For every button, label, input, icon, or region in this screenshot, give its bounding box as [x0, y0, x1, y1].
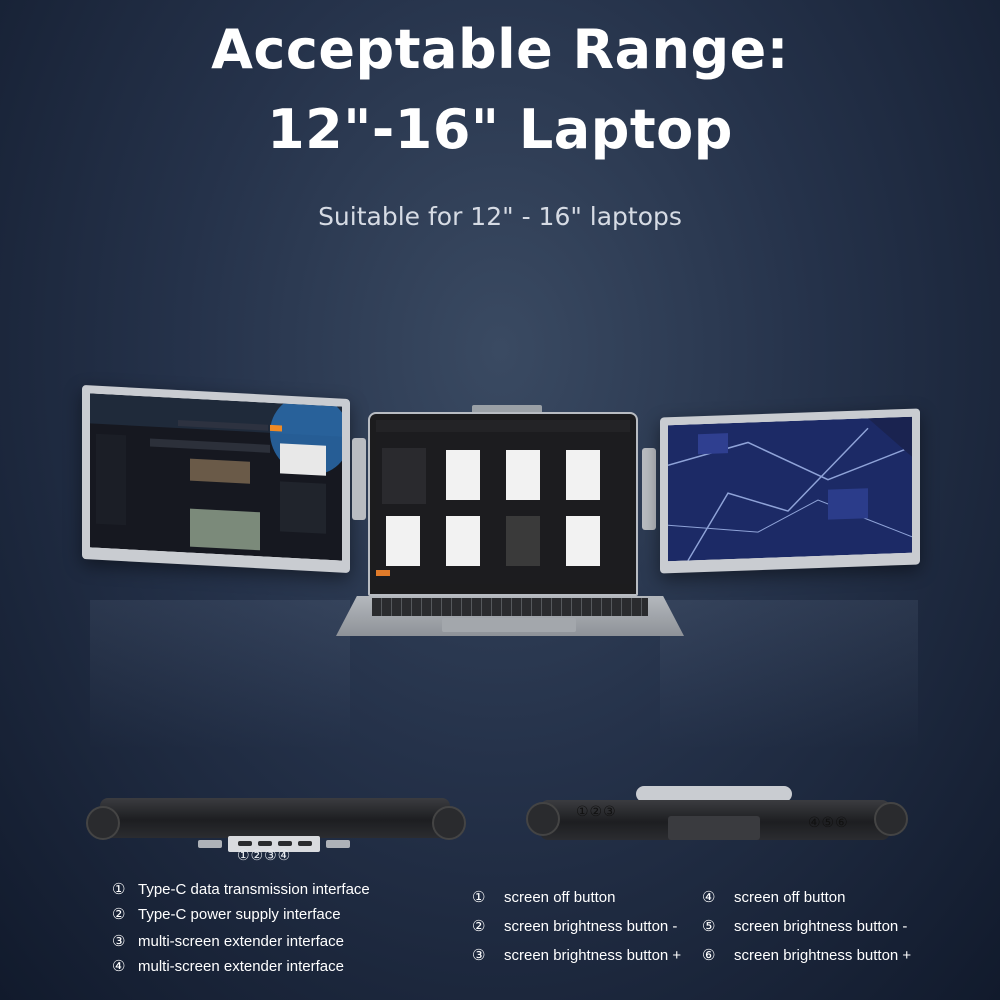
left-screen-content — [90, 393, 342, 561]
mount-clip — [636, 786, 792, 802]
port-1 — [238, 841, 252, 846]
stand-foot-left — [198, 840, 222, 848]
button-number-labels-a: ①②③ — [576, 804, 617, 820]
center-mount — [472, 405, 542, 414]
right-monitor — [660, 408, 920, 574]
port-3 — [278, 841, 292, 846]
page-title-line1: Acceptable Range: — [211, 18, 789, 81]
reflection — [90, 600, 350, 750]
right-hinge — [642, 448, 656, 530]
device-bar-left — [100, 798, 450, 838]
end-cap-right — [432, 806, 466, 840]
reflection — [660, 600, 918, 750]
laptop-keyboard — [372, 598, 648, 616]
port-panel — [228, 836, 320, 852]
right-monitor-screen — [668, 416, 912, 562]
end-cap-right — [874, 802, 908, 836]
center-tab — [668, 816, 760, 840]
port-number-labels: ①②③④ — [237, 848, 292, 864]
map-screen-content — [668, 416, 912, 562]
port-4 — [298, 841, 312, 846]
left-monitor — [82, 384, 350, 574]
laptop-screen-content — [376, 420, 630, 584]
port-2 — [258, 841, 272, 846]
laptop-lid — [368, 412, 638, 596]
laptop-trackpad — [442, 618, 576, 632]
end-cap-left — [526, 802, 560, 836]
page-title-line2: 12"-16" Laptop — [267, 98, 733, 161]
left-monitor-screen — [90, 393, 342, 561]
end-cap-left — [86, 806, 120, 840]
left-hinge — [352, 438, 366, 520]
stand-foot-right — [326, 840, 350, 848]
page-subtitle: Suitable for 12" - 16" laptops — [318, 202, 682, 231]
button-number-labels-b: ④⑤⑥ — [808, 815, 849, 831]
laptop-screen — [376, 420, 630, 584]
